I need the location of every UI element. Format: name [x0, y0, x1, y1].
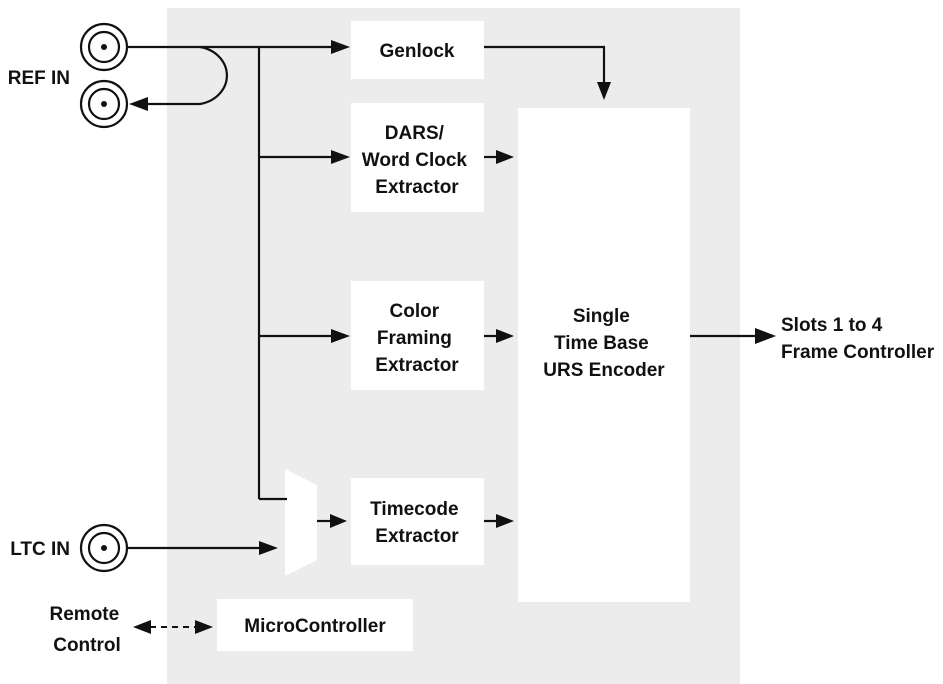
ref-in-label: REF IN [8, 68, 70, 89]
ltc-in-bnc-connector [79, 523, 129, 573]
genlock-to-encoder-line [484, 45, 606, 84]
arrowhead-to-timecode [330, 514, 347, 528]
ref-in-bnc-connector-bottom [79, 79, 129, 129]
arrowhead-color-to-encoder [496, 329, 514, 343]
arrowhead-output [755, 328, 776, 344]
microcontroller-block [217, 599, 413, 651]
ref-in-signal-lines [127, 45, 334, 501]
arrowhead-remote-left [133, 620, 151, 634]
timecode-block [351, 478, 484, 565]
arrowhead-to-mux [259, 541, 278, 555]
color-framing-block [351, 281, 484, 390]
arrowhead-remote-right [195, 620, 213, 634]
color-framing-label: Color Framing Extractor [375, 301, 459, 376]
urs-encoder-block [518, 108, 690, 602]
ltc-in-label: LTC IN [10, 539, 70, 560]
arrowhead-to-color [331, 329, 350, 343]
arrowhead-to-genlock [331, 40, 350, 54]
arrowhead-genlock-to-encoder [597, 82, 611, 100]
arrowhead-loop-out [129, 97, 148, 111]
arrowhead-to-dars [331, 150, 350, 164]
dars-word-clock-block [351, 103, 484, 212]
output-label: Slots 1 to 4 Frame Controller [781, 315, 935, 363]
genlock-label: Genlock [380, 41, 455, 62]
arrowhead-dars-to-encoder [496, 150, 514, 164]
ref-in-bnc-connector-top [79, 22, 129, 72]
remote-control-label: Remote Control [50, 604, 125, 656]
multiplexer [285, 469, 317, 576]
microcontroller-label: MicroController [244, 616, 386, 637]
genlock-block [351, 21, 484, 79]
urs-encoder-label: Single Time Base URS Encoder [543, 306, 665, 381]
arrowhead-timecode-to-encoder [496, 514, 514, 528]
dars-word-clock-label: DARS/ Word Clock Extractor [362, 123, 473, 198]
timecode-extractor-label: Timecode Extractor [370, 499, 464, 547]
